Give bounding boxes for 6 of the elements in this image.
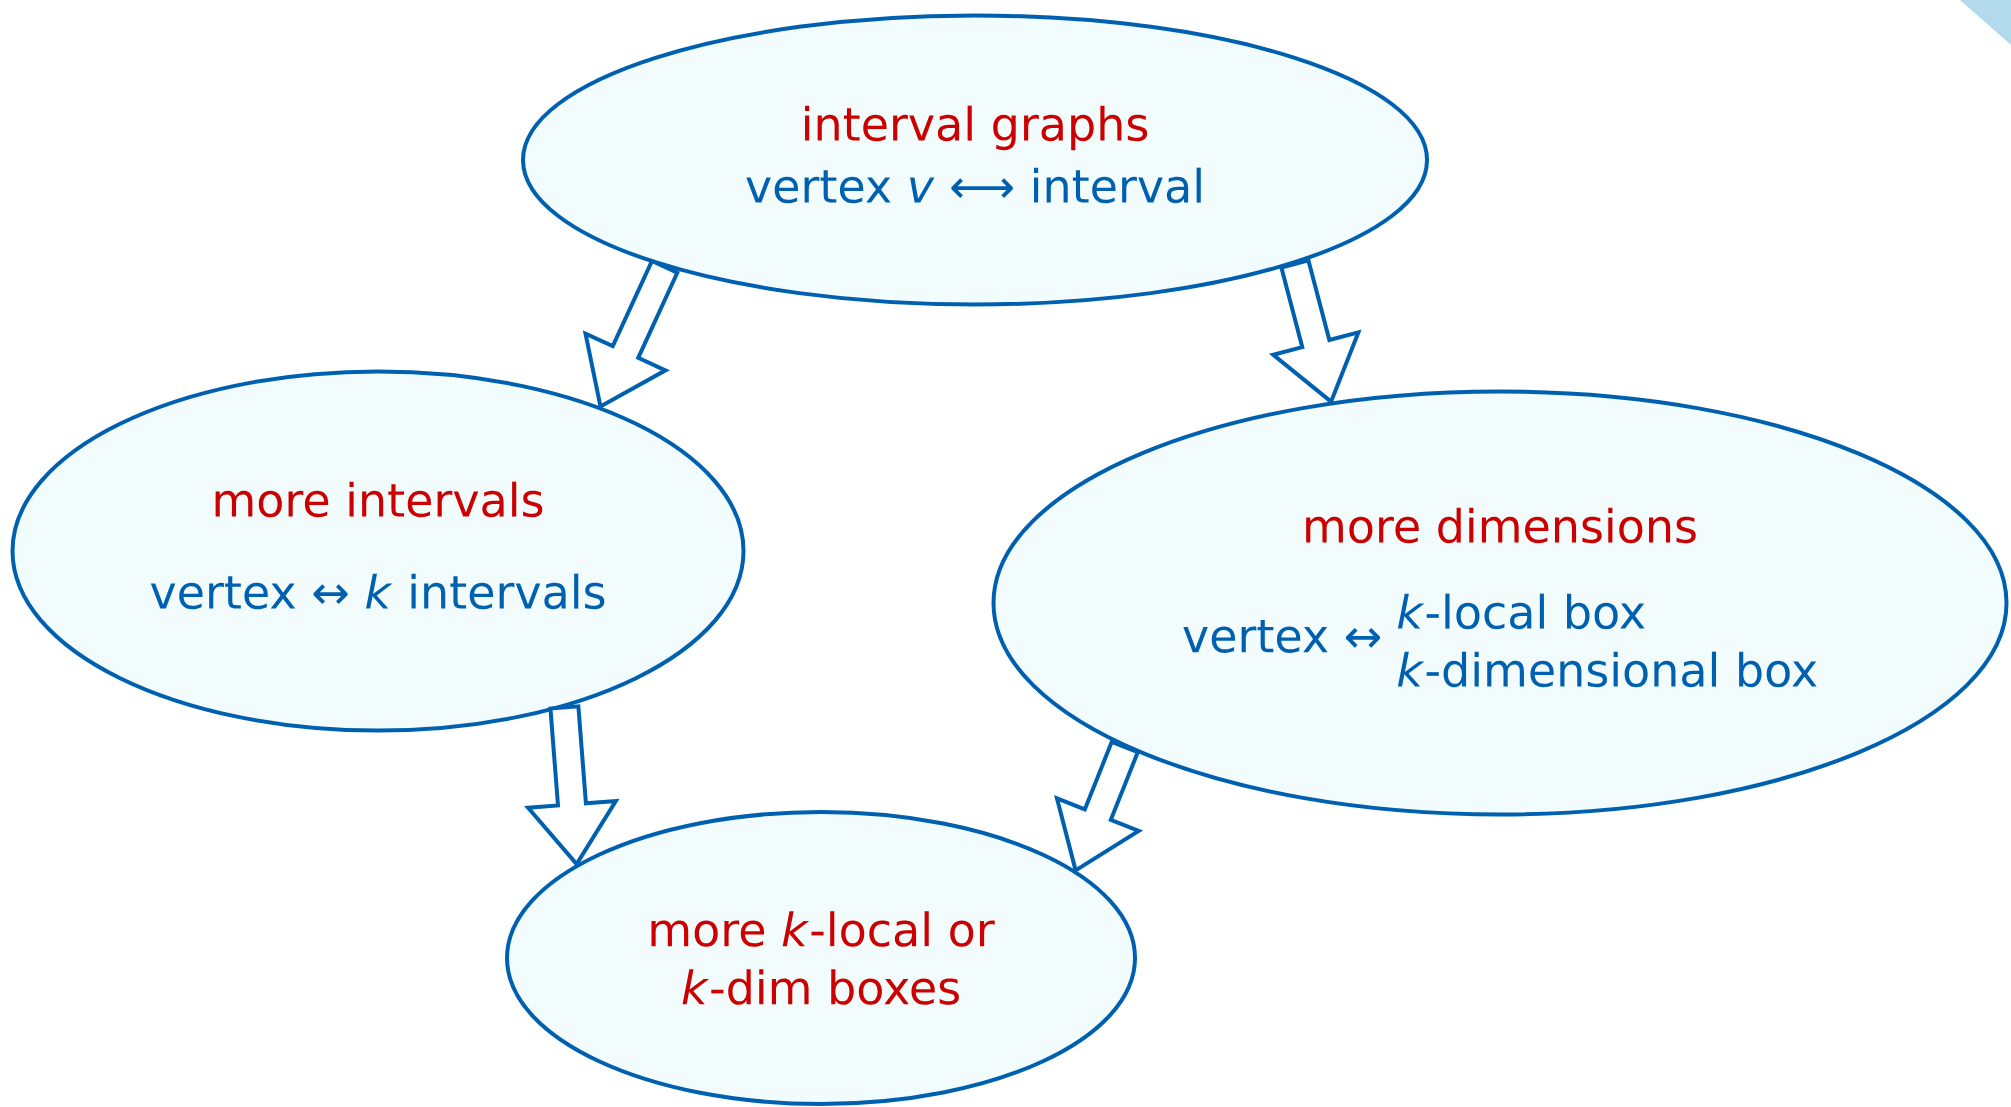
block-arrow (1054, 739, 1144, 874)
block-arrow (524, 704, 620, 868)
blob-node: interval graphs vertex v ⟷ interval (521, 13, 1429, 307)
blob-node: more k-local or k-dim boxes (505, 810, 1137, 1106)
blob-node: more intervals vertex ↔ k intervals (10, 369, 746, 733)
blob-node: more dimensions vertex ↔ k-local box k-dimensional box (991, 389, 2009, 817)
